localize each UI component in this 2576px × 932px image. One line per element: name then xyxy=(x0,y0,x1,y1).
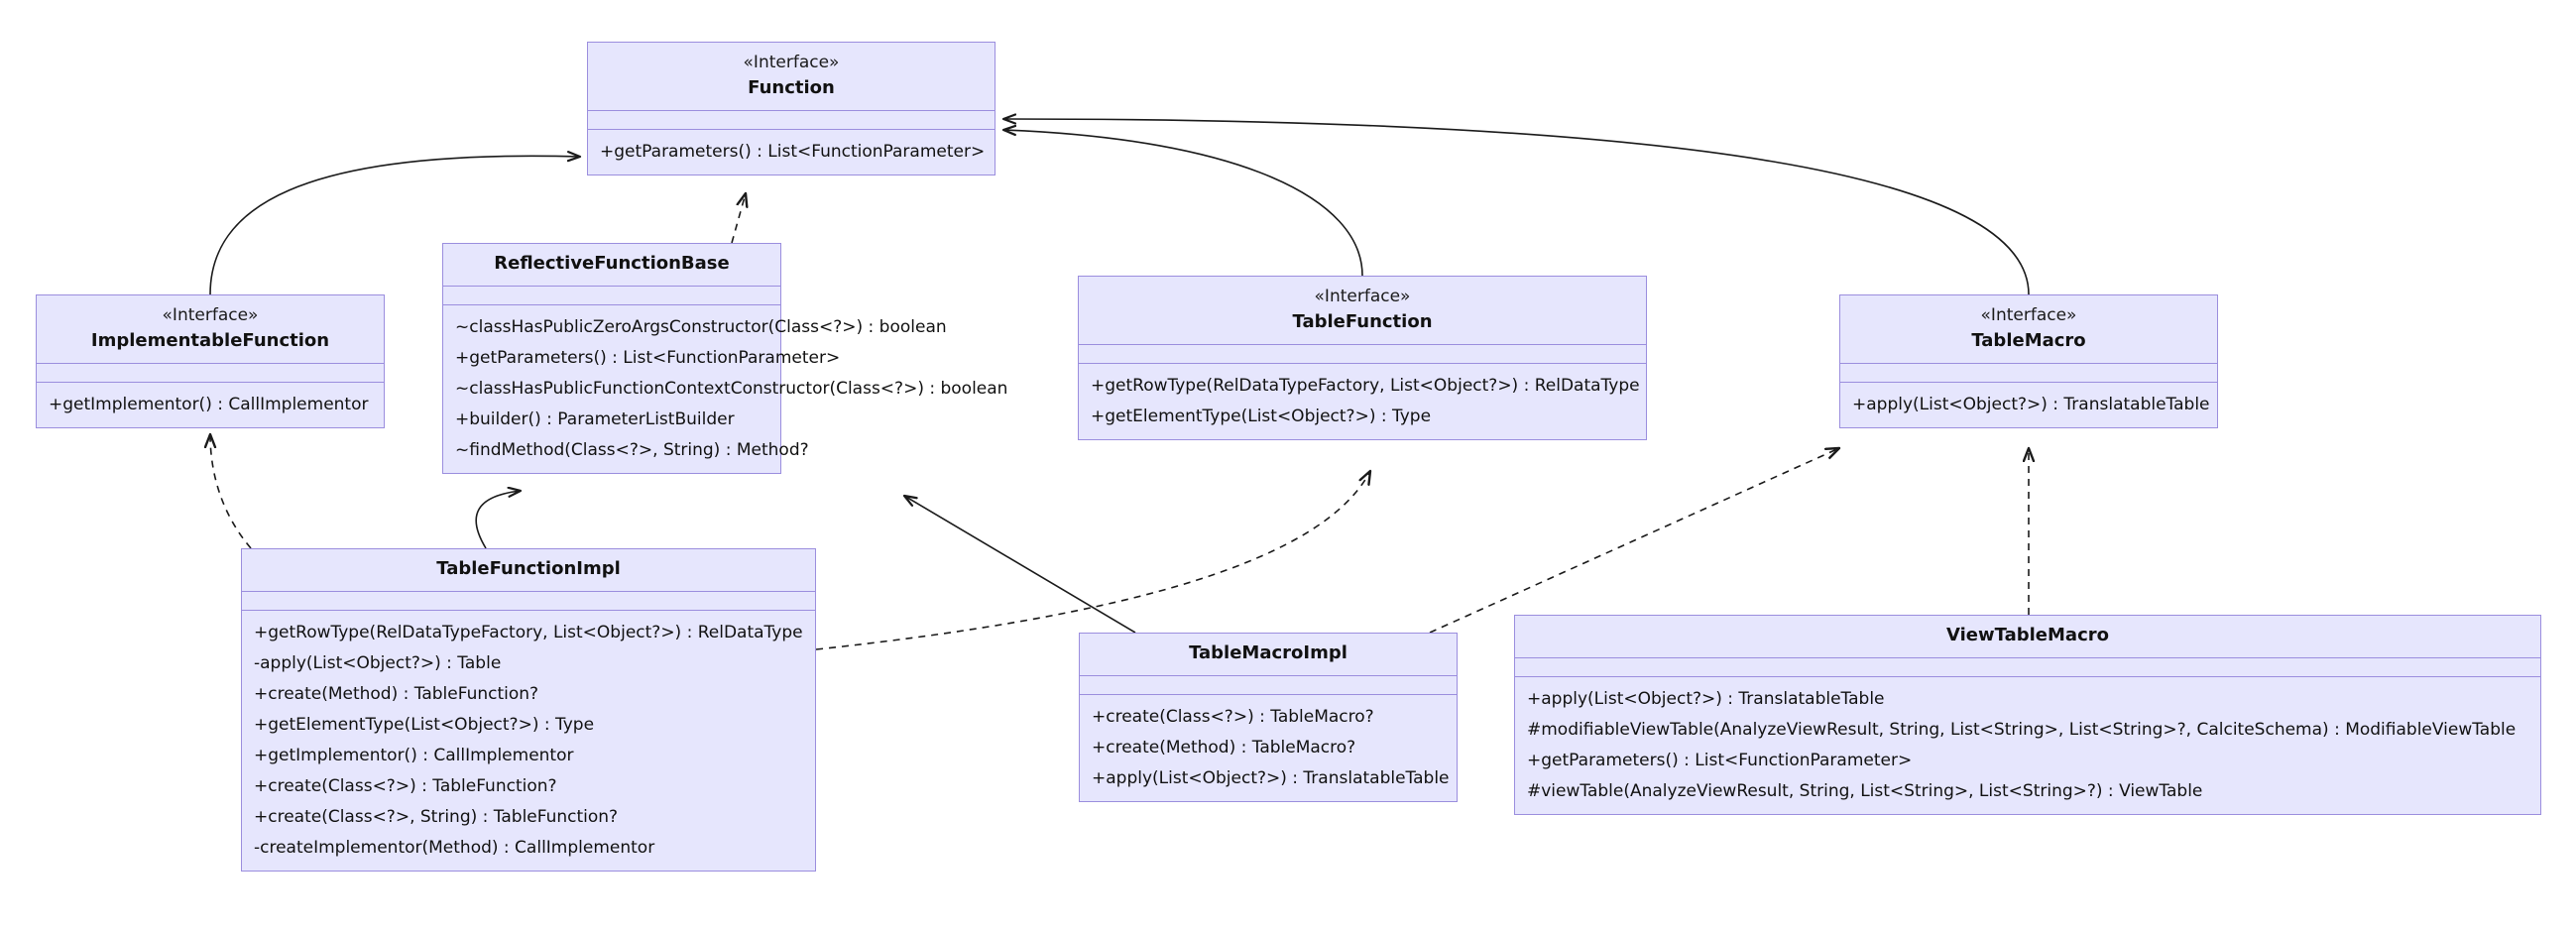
operation-row: +getParameters() : List<FunctionParamete… xyxy=(600,142,986,162)
class-header-tablefunctionimpl: TableFunctionImpl xyxy=(242,549,815,592)
operation-row: -apply(List<Object?>) : Table xyxy=(254,653,502,673)
edge-tablefunctionimpl-to-tablefunction xyxy=(815,471,1370,650)
operation-row: -createImplementor(Method) : CallImpleme… xyxy=(254,838,655,858)
class-attributes-tablemacroimpl xyxy=(1080,676,1457,695)
class-name-reflectivefunctionbase: ReflectiveFunctionBase xyxy=(494,253,730,274)
edge-reflectivefunctionbase-to-function xyxy=(731,193,746,244)
operation-row: +create(Method) : TableMacro? xyxy=(1092,738,1356,757)
class-operations-reflectivefunctionbase: ~classHasPublicZeroArgsConstructor(Class… xyxy=(443,305,1008,473)
operation-row: +getElementType(List<Object?>) : Type xyxy=(254,715,595,735)
class-attributes-reflectivefunctionbase xyxy=(443,287,780,305)
operation-row: +apply(List<Object?>) : TranslatableTabl… xyxy=(1527,689,1885,709)
class-stereotype-implementablefunction: «Interface» xyxy=(162,305,259,325)
class-operations-function: +getParameters() : List<FunctionParamete… xyxy=(588,130,995,175)
class-operations-viewtablemacro: +apply(List<Object?>) : TranslatableTabl… xyxy=(1515,677,2540,814)
edge-tablemacroimpl-to-reflectivefunctionbase xyxy=(904,496,1136,634)
class-box-tablemacro[interactable]: «Interface» TableMacro +apply(List<Objec… xyxy=(1839,294,2218,428)
operation-row: +getElementType(List<Object?>) : Type xyxy=(1091,407,1432,426)
class-header-tablefunction: «Interface» TableFunction xyxy=(1079,277,1646,345)
class-name-viewtablemacro: ViewTableMacro xyxy=(1946,625,2109,645)
class-box-reflectivefunctionbase[interactable]: ReflectiveFunctionBase ~classHasPublicZe… xyxy=(442,243,1008,474)
class-header-reflectivefunctionbase: ReflectiveFunctionBase xyxy=(443,244,780,287)
class-box-function[interactable]: «Interface» Function +getParameters() : … xyxy=(587,42,995,175)
class-name-function: Function xyxy=(748,77,835,98)
class-operations-implementablefunction: +getImplementor() : CallImplementor xyxy=(37,383,384,427)
operation-row: +getParameters() : List<FunctionParamete… xyxy=(455,348,841,368)
operation-row: +create(Class<?>, String) : TableFunctio… xyxy=(254,807,619,827)
class-box-viewtablemacro[interactable]: ViewTableMacro +apply(List<Object?>) : T… xyxy=(1514,615,2541,815)
operation-row: +getRowType(RelDataTypeFactory, List<Obj… xyxy=(254,623,803,642)
operation-row: +create(Class<?>) : TableFunction? xyxy=(254,776,557,796)
class-box-implementablefunction[interactable]: «Interface» ImplementableFunction +getIm… xyxy=(36,294,385,428)
class-header-viewtablemacro: ViewTableMacro xyxy=(1515,616,2540,658)
class-stereotype-tablefunction: «Interface» xyxy=(1314,287,1411,306)
class-box-tablefunction[interactable]: «Interface» TableFunction +getRowType(Re… xyxy=(1078,276,1647,440)
edge-tablemacro-to-function xyxy=(1003,119,2030,295)
class-name-implementablefunction: ImplementableFunction xyxy=(90,330,330,351)
edge-tablefunctionimpl-to-reflectivefunctionbase xyxy=(475,491,521,549)
class-operations-tablefunctionimpl: +getRowType(RelDataTypeFactory, List<Obj… xyxy=(242,611,815,871)
class-name-tablefunctionimpl: TableFunctionImpl xyxy=(436,558,621,579)
class-stereotype-function: «Interface» xyxy=(743,53,840,72)
class-attributes-tablefunction xyxy=(1079,345,1646,364)
class-attributes-tablefunctionimpl xyxy=(242,592,815,611)
operation-row: +builder() : ParameterListBuilder xyxy=(455,409,735,429)
operation-row: ~findMethod(Class<?>, String) : Method? xyxy=(455,440,809,460)
edge-tablefunction-to-function xyxy=(1003,130,1363,277)
edge-tablefunctionimpl-to-implementablefunction xyxy=(210,434,252,549)
operation-row: +getParameters() : List<FunctionParamete… xyxy=(1527,751,1913,770)
operation-row: +create(Class<?>) : TableMacro? xyxy=(1092,707,1374,727)
class-header-implementablefunction: «Interface» ImplementableFunction xyxy=(37,295,384,364)
class-stereotype-tablemacro: «Interface» xyxy=(1980,305,2077,325)
class-attributes-function xyxy=(588,111,995,130)
operation-row: #viewTable(AnalyzeViewResult, String, Li… xyxy=(1527,781,2203,801)
operation-row: +apply(List<Object?>) : TranslatableTabl… xyxy=(1092,768,1450,788)
class-box-tablemacroimpl[interactable]: TableMacroImpl +create(Class<?>) : Table… xyxy=(1079,633,1458,802)
class-name-tablemacroimpl: TableMacroImpl xyxy=(1189,642,1347,663)
operation-row: +getImplementor() : CallImplementor xyxy=(49,395,369,414)
class-header-tablemacroimpl: TableMacroImpl xyxy=(1080,634,1457,676)
operation-row: +getImplementor() : CallImplementor xyxy=(254,746,574,765)
class-header-function: «Interface» Function xyxy=(588,43,995,111)
operation-row: ~classHasPublicFunctionContextConstructo… xyxy=(455,379,1008,399)
class-attributes-viewtablemacro xyxy=(1515,658,2540,677)
class-name-tablefunction: TableFunction xyxy=(1292,311,1433,332)
operation-row: +getRowType(RelDataTypeFactory, List<Obj… xyxy=(1091,376,1640,396)
class-operations-tablemacroimpl: +create(Class<?>) : TableMacro? +create(… xyxy=(1080,695,1457,801)
operation-row: #modifiableViewTable(AnalyzeViewResult, … xyxy=(1527,720,2517,740)
operation-row: ~classHasPublicZeroArgsConstructor(Class… xyxy=(455,317,947,337)
class-attributes-implementablefunction xyxy=(37,364,384,383)
class-operations-tablefunction: +getRowType(RelDataTypeFactory, List<Obj… xyxy=(1079,364,1646,439)
class-box-tablefunctionimpl[interactable]: TableFunctionImpl +getRowType(RelDataTyp… xyxy=(241,548,816,872)
operation-row: +apply(List<Object?>) : TranslatableTabl… xyxy=(1852,395,2210,414)
operation-row: +create(Method) : TableFunction? xyxy=(254,684,539,704)
class-header-tablemacro: «Interface» TableMacro xyxy=(1840,295,2217,364)
class-operations-tablemacro: +apply(List<Object?>) : TranslatableTabl… xyxy=(1840,383,2217,427)
class-name-tablemacro: TableMacro xyxy=(1971,330,2086,351)
class-attributes-tablemacro xyxy=(1840,364,2217,383)
edge-tablemacroimpl-to-tablemacro xyxy=(1429,448,1839,634)
